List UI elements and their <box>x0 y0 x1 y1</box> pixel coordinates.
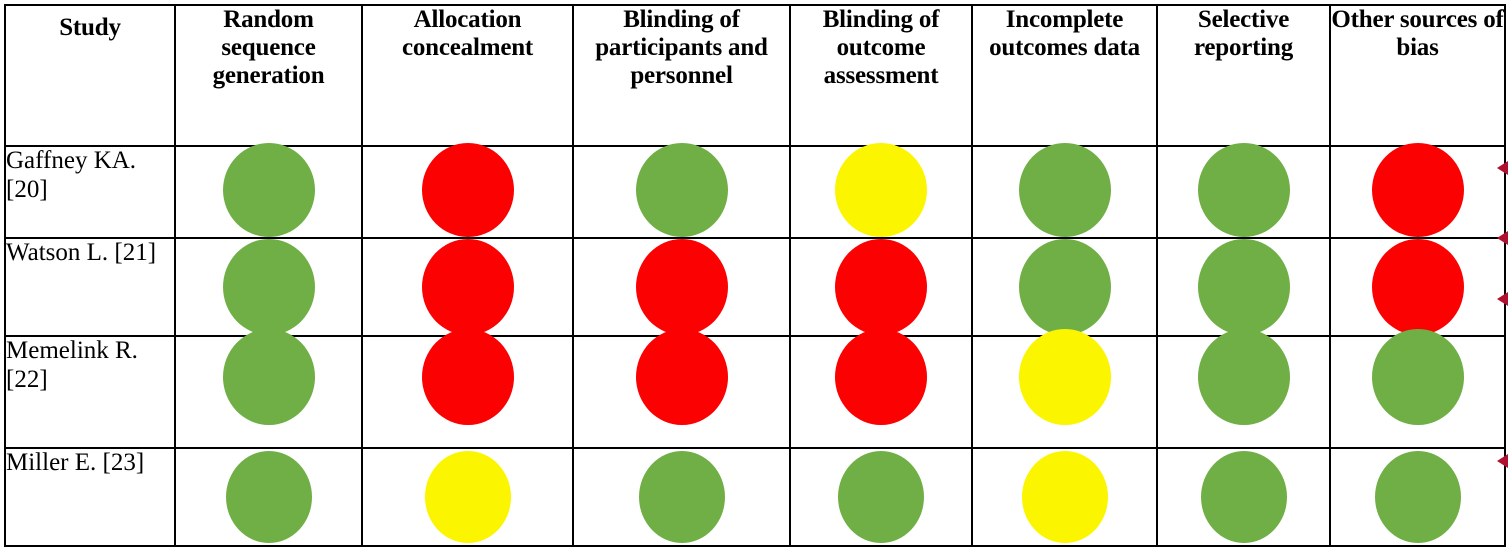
high-risk-circle-icon <box>1371 143 1464 237</box>
low-risk-circle-icon <box>222 329 315 425</box>
high-risk-circle-icon <box>835 329 927 425</box>
unclear-risk-circle-icon <box>835 143 927 237</box>
judgement-memelink-blinding-participants <box>572 329 791 449</box>
low-risk-circle-icon <box>1197 329 1290 425</box>
judgement-miller-random-sequence-generation <box>174 447 363 547</box>
judgement-watson-other-sources <box>1329 237 1506 337</box>
column-header-selective-reporting: Selective reporting <box>1156 4 1331 147</box>
table-row: Watson L. [21] <box>4 237 1506 337</box>
judgement-gaffney-blinding-participants <box>572 143 791 239</box>
column-header-study: Study <box>4 4 176 147</box>
table-row: Gaffney KA. [20] <box>4 143 1506 239</box>
low-risk-circle-icon <box>1374 451 1461 543</box>
row-marker-arrow-icon <box>1497 292 1508 306</box>
high-risk-circle-icon <box>421 329 514 425</box>
row-marker-arrow-icon <box>1497 454 1508 468</box>
judgement-watson-random-sequence-generation <box>174 237 363 337</box>
unclear-risk-circle-icon <box>1018 329 1111 425</box>
judgement-watson-allocation-concealment <box>361 237 574 337</box>
study-name-miller: Miller E. [23] <box>4 447 176 547</box>
low-risk-circle-icon <box>1018 239 1111 335</box>
high-risk-circle-icon <box>1371 239 1464 335</box>
judgement-memelink-other-sources <box>1329 329 1506 449</box>
column-header-incomplete-outcomes-data: Incomplete outcomes data <box>971 4 1158 147</box>
low-risk-circle-icon <box>1018 143 1111 237</box>
judgement-watson-selective-reporting <box>1156 237 1331 337</box>
risk-of-bias-figure: Study Random sequence generation Allocat… <box>0 4 1508 547</box>
unclear-risk-circle-icon <box>1021 451 1108 543</box>
high-risk-circle-icon <box>635 239 728 335</box>
judgement-gaffney-random-sequence-generation <box>174 143 363 239</box>
row-marker-arrow-icon <box>1497 161 1508 175</box>
judgement-memelink-blinding-outcome <box>789 329 973 449</box>
column-header-blinding-of-outcome-assessment: Blinding of outcome assessment <box>789 4 973 147</box>
high-risk-circle-icon <box>635 329 728 425</box>
judgement-miller-blinding-participants <box>572 447 791 547</box>
study-name-memelink: Memelink R. [22] <box>4 335 176 449</box>
column-header-other-sources-of-bias: Other sources of bias <box>1329 4 1506 147</box>
low-risk-circle-icon <box>1197 143 1290 237</box>
judgement-memelink-random-sequence-generation <box>174 329 363 449</box>
table-header: Study Random sequence generation Allocat… <box>4 4 1506 147</box>
table-row: Memelink R. [22] <box>4 329 1506 449</box>
column-header-random-sequence-generation: Random sequence generation <box>174 4 363 147</box>
judgement-watson-blinding-participants <box>572 237 791 337</box>
low-risk-circle-icon <box>222 143 315 237</box>
risk-of-bias-table: Study Random sequence generation Allocat… <box>4 4 1506 547</box>
judgement-miller-other-sources <box>1329 447 1506 547</box>
unclear-risk-circle-icon <box>424 451 511 543</box>
header-row: Study Random sequence generation Allocat… <box>4 4 1506 147</box>
judgement-miller-selective-reporting <box>1156 447 1331 547</box>
high-risk-circle-icon <box>421 239 514 335</box>
judgement-memelink-incomplete-outcomes <box>971 329 1158 449</box>
low-risk-circle-icon <box>838 451 924 543</box>
high-risk-circle-icon <box>835 239 927 335</box>
row-marker-arrow-icon <box>1497 231 1508 245</box>
judgement-miller-blinding-outcome <box>789 447 973 547</box>
judgement-miller-allocation-concealment <box>361 447 574 547</box>
table-body: Gaffney KA. [20] Watson L. [21] <box>4 143 1506 547</box>
low-risk-circle-icon <box>225 451 312 543</box>
judgement-gaffney-selective-reporting <box>1156 143 1331 239</box>
low-risk-circle-icon <box>1197 239 1290 335</box>
judgement-gaffney-other-sources <box>1329 143 1506 239</box>
column-header-allocation-concealment: Allocation concealment <box>361 4 574 147</box>
judgement-watson-incomplete-outcomes <box>971 237 1158 337</box>
low-risk-circle-icon <box>635 143 728 237</box>
judgement-gaffney-blinding-outcome <box>789 143 973 239</box>
judgement-watson-blinding-outcome <box>789 237 973 337</box>
judgement-memelink-allocation-concealment <box>361 329 574 449</box>
table-row: Miller E. [23] <box>4 447 1506 547</box>
judgement-miller-incomplete-outcomes <box>971 447 1158 547</box>
column-header-blinding-of-participants-and-personnel: Blinding of participants and personnel <box>572 4 791 147</box>
study-name-gaffney: Gaffney KA. [20] <box>4 145 176 239</box>
judgement-gaffney-incomplete-outcomes <box>971 143 1158 239</box>
low-risk-circle-icon <box>638 451 725 543</box>
judgement-memelink-selective-reporting <box>1156 329 1331 449</box>
low-risk-circle-icon <box>222 239 315 335</box>
low-risk-circle-icon <box>1371 329 1464 425</box>
study-name-watson: Watson L. [21] <box>4 237 176 337</box>
high-risk-circle-icon <box>421 143 514 237</box>
low-risk-circle-icon <box>1200 451 1287 543</box>
judgement-gaffney-allocation-concealment <box>361 143 574 239</box>
